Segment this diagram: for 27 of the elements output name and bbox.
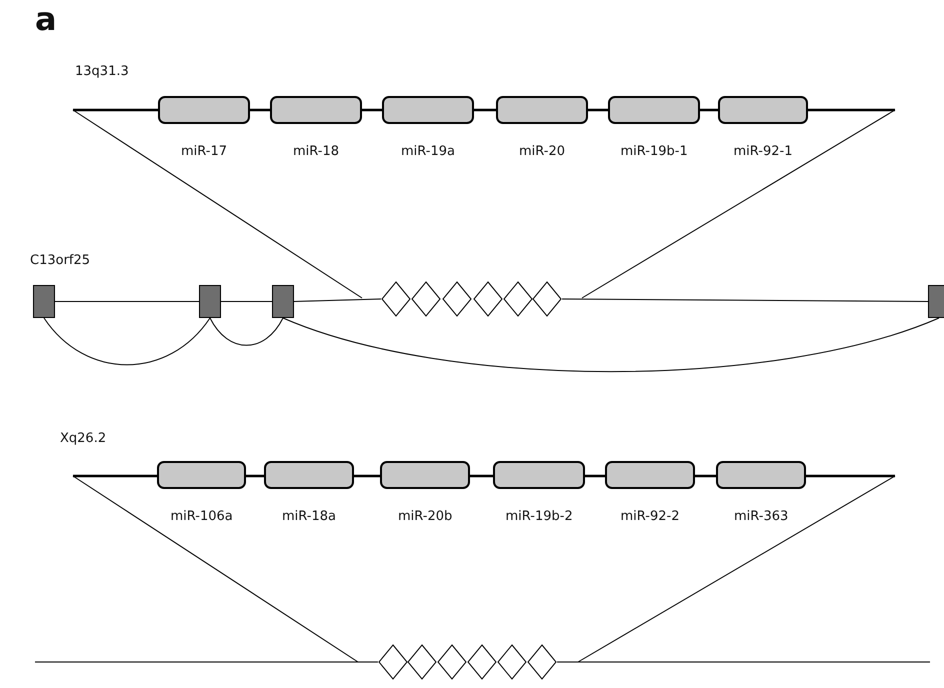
- panel-letter: a: [35, 0, 57, 38]
- gene-line: [562, 298, 928, 302]
- exon-box: [33, 285, 55, 318]
- splice-arc: [282, 318, 940, 372]
- exon-box: [272, 285, 294, 318]
- gene-line: [54, 301, 200, 302]
- mirna-label: miR-363: [734, 509, 788, 524]
- gene-label: C13orf25: [30, 253, 90, 268]
- mirna-label: miR-92-2: [620, 509, 680, 524]
- mirna-label: miR-106a: [170, 509, 233, 524]
- exon-box: [928, 285, 944, 318]
- mirna-label: miR-19b-2: [506, 509, 573, 524]
- mirna-label: miR-20b: [398, 509, 452, 524]
- mirna-label: miR-19b-1: [620, 144, 688, 159]
- splice-arc: [44, 318, 210, 366]
- gene-line: [220, 301, 272, 302]
- splice-arc: [210, 318, 284, 346]
- mirna-label: miR-17: [181, 144, 228, 159]
- mirna-label: miR-92-1: [734, 144, 792, 159]
- mirna-label: miR-20: [519, 144, 566, 159]
- locus-label: Xq26.2: [60, 431, 106, 446]
- locus-label: 13q31.3: [75, 64, 129, 79]
- mirna-label: miR-19a: [401, 144, 455, 159]
- gene-line: [294, 298, 382, 302]
- mirna-label: miR-18a: [282, 509, 336, 524]
- exon-box: [199, 285, 221, 318]
- mirna-label: miR-18: [293, 144, 340, 159]
